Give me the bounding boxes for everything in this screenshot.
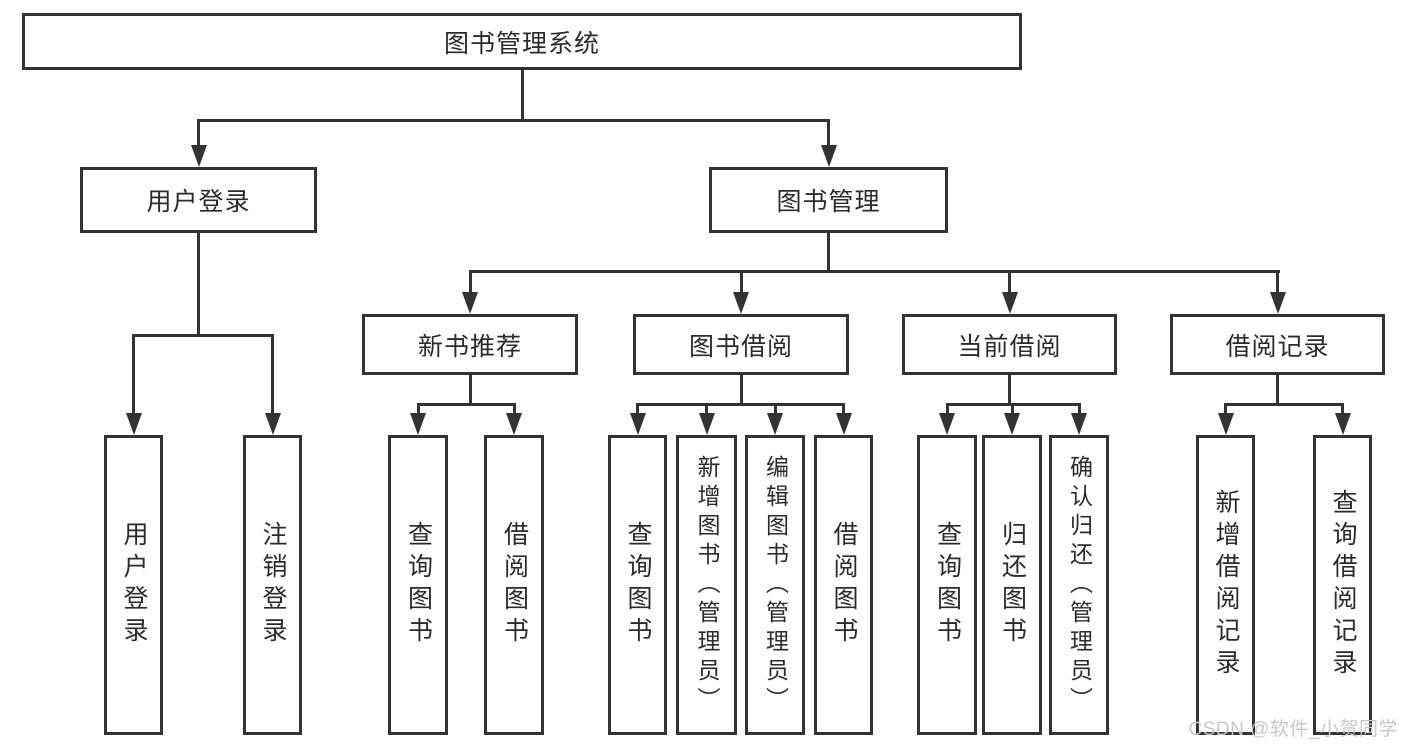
arrowhead-down-icon xyxy=(125,413,142,435)
leaf-add-borrow-record-label: 新增借阅记录 xyxy=(1212,489,1240,681)
leaf-query-books-recommend-label: 查询图书 xyxy=(404,521,433,649)
leaf-borrow-books-borrowing: 借阅图书 xyxy=(814,435,873,735)
arrowhead-down-icon xyxy=(698,413,715,435)
connector-line xyxy=(197,119,830,122)
node-current-borrowing: 当前借阅 xyxy=(902,314,1117,375)
connector-line xyxy=(1224,403,1227,415)
arrowhead-down-icon xyxy=(629,413,646,435)
connector-line xyxy=(197,119,200,147)
node-user-login-label: 用户登录 xyxy=(146,188,251,216)
connector-line xyxy=(1077,403,1081,415)
connector-line xyxy=(416,403,420,415)
leaf-edit-book-admin-label: 编辑图书（管理员） xyxy=(762,454,789,716)
connector-line xyxy=(636,403,845,406)
leaf-user-login: 用户登录 xyxy=(104,435,163,735)
leaf-confirm-return-admin: 确认归还（管理员） xyxy=(1049,435,1109,735)
arrowhead-down-icon xyxy=(506,413,522,435)
node-library-system: 图书管理系统 xyxy=(22,13,1022,70)
connector-line xyxy=(705,403,708,415)
connector-line xyxy=(271,334,274,415)
leaf-add-book-admin-label: 新增图书（管理员） xyxy=(694,454,720,716)
connector-line xyxy=(1008,270,1011,294)
leaf-logout: 注销登录 xyxy=(243,435,302,735)
leaf-user-login-label: 用户登录 xyxy=(120,521,148,649)
leaf-query-books-borrowing-label: 查询图书 xyxy=(624,521,652,649)
connector-line xyxy=(1224,403,1344,406)
connector-line xyxy=(520,70,524,121)
node-new-book-recommend: 新书推荐 xyxy=(362,314,578,375)
leaf-add-book-admin: 新增图书（管理员） xyxy=(676,435,737,735)
connector-line xyxy=(132,334,135,415)
arrowhead-down-icon xyxy=(1071,413,1087,435)
arrowhead-down-icon xyxy=(820,145,837,167)
connector-line xyxy=(739,375,743,406)
connector-line xyxy=(636,403,639,415)
arrowhead-down-icon xyxy=(767,413,783,435)
connector-line xyxy=(827,119,830,147)
node-book-borrowing-label: 图书借阅 xyxy=(688,332,793,361)
connector-line xyxy=(132,334,274,337)
connector-line xyxy=(512,403,516,415)
connector-line xyxy=(842,403,845,415)
node-book-borrowing: 图书借阅 xyxy=(633,314,849,375)
leaf-add-borrow-record: 新增借阅记录 xyxy=(1196,435,1255,735)
leaf-query-books-current-label: 查询图书 xyxy=(933,521,962,649)
node-library-system-label: 图书管理系统 xyxy=(443,29,600,58)
node-book-management: 图书管理 xyxy=(709,167,948,233)
connector-line xyxy=(1276,270,1279,294)
connector-line xyxy=(1341,403,1344,415)
arrowhead-down-icon xyxy=(1004,413,1020,435)
arrowhead-down-icon xyxy=(1334,413,1351,435)
node-borrowing-records: 借阅记录 xyxy=(1170,314,1385,375)
connector-line xyxy=(739,270,743,294)
connector-line xyxy=(468,375,472,406)
connector-line xyxy=(197,233,200,337)
connector-line xyxy=(416,403,516,406)
arrowhead-down-icon xyxy=(264,413,281,435)
connector-line xyxy=(1008,375,1011,406)
arrowhead-down-icon xyxy=(462,292,478,314)
leaf-borrow-books-recommend: 借阅图书 xyxy=(484,435,544,735)
leaf-query-books-current: 查询图书 xyxy=(917,435,977,735)
connector-line xyxy=(827,233,830,273)
arrowhead-down-icon xyxy=(190,145,207,167)
leaf-query-borrow-record: 查询借阅记录 xyxy=(1313,435,1372,735)
node-current-borrowing-label: 当前借阅 xyxy=(957,332,1062,361)
leaf-edit-book-admin: 编辑图书（管理员） xyxy=(745,435,805,735)
leaf-borrow-books-borrowing-label: 借阅图书 xyxy=(830,521,858,649)
node-user-login: 用户登录 xyxy=(80,167,317,233)
connector-line xyxy=(945,403,949,415)
arrowhead-down-icon xyxy=(733,292,749,314)
connector-line xyxy=(1276,375,1279,406)
arrowhead-down-icon xyxy=(1269,292,1286,314)
connector-line xyxy=(773,403,777,415)
leaf-query-books-recommend: 查询图书 xyxy=(388,435,448,735)
arrowhead-down-icon xyxy=(835,413,852,435)
watermark-text: CSDN @软件_小贺同学 xyxy=(1188,719,1398,740)
leaf-query-borrow-record-label: 查询借阅记录 xyxy=(1329,489,1357,681)
arrowhead-down-icon xyxy=(1001,292,1018,314)
leaf-borrow-books-recommend-label: 借阅图书 xyxy=(500,521,529,649)
connector-line xyxy=(468,270,472,294)
arrowhead-down-icon xyxy=(1217,413,1234,435)
leaf-return-book-label: 归还图书 xyxy=(998,521,1027,649)
connector-line xyxy=(1010,403,1014,415)
node-new-book-recommend-label: 新书推荐 xyxy=(417,332,522,361)
leaf-query-books-borrowing: 查询图书 xyxy=(608,435,667,735)
node-book-management-label: 图书管理 xyxy=(776,188,881,216)
leaf-confirm-return-admin-label: 确认归还（管理员） xyxy=(1066,454,1093,716)
node-borrowing-records-label: 借阅记录 xyxy=(1225,332,1330,361)
leaf-return-book: 归还图书 xyxy=(982,435,1042,735)
arrowhead-down-icon xyxy=(410,413,426,435)
leaf-logout-label: 注销登录 xyxy=(259,521,287,649)
connector-line xyxy=(468,270,1280,273)
arrowhead-down-icon xyxy=(939,413,955,435)
